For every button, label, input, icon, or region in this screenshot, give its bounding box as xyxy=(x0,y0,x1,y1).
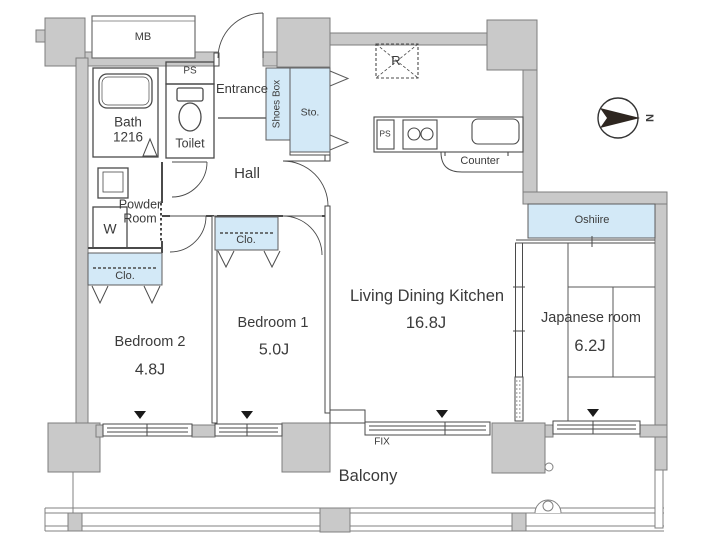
powder-room xyxy=(88,162,163,253)
label-toilet: Toilet xyxy=(175,136,205,151)
label-closet-bedroom1: Clo. xyxy=(236,234,256,247)
label-ldk-name: Living Dining Kitchen xyxy=(349,287,505,306)
balcony-post xyxy=(511,512,527,532)
window-marker-icon xyxy=(436,410,448,418)
interior-doors xyxy=(169,160,329,256)
toilet-door-arc xyxy=(171,161,208,198)
sink-icon xyxy=(471,118,520,145)
bedroom1-window xyxy=(214,423,283,437)
storage-folding-door-icon xyxy=(329,134,350,151)
label-counter: Counter xyxy=(460,155,500,168)
label-bath-size: 1216 xyxy=(112,129,144,145)
window-marker-icon xyxy=(241,411,253,419)
storage-folding-door-icon xyxy=(329,70,350,87)
storage-closet xyxy=(289,67,331,153)
hanger-pipe-icon xyxy=(143,285,161,305)
label-kitchen-pipe-space: PS xyxy=(379,128,391,139)
hanger-pipe-icon xyxy=(263,250,281,269)
ldk-fix-window xyxy=(364,421,491,436)
label-pipe-space: PS xyxy=(183,65,197,77)
hanger-pipe-icon xyxy=(91,285,109,305)
hanger-pipe-icon xyxy=(217,250,235,269)
meter-box xyxy=(91,15,196,59)
japanese-room-window xyxy=(552,420,641,435)
japanese-room-parts xyxy=(513,203,656,422)
label-ldk-area: 16.8J xyxy=(405,314,447,333)
label-balcony: Balcony xyxy=(338,467,398,486)
label-powder-room: Powder Room xyxy=(118,197,162,225)
balcony xyxy=(44,462,664,533)
kitchen xyxy=(373,43,524,173)
counter-outline xyxy=(440,151,523,173)
kitchen-pipe-space xyxy=(376,119,395,150)
drain-icon xyxy=(542,500,554,512)
storage-boxes xyxy=(265,67,350,153)
window-marker-icon xyxy=(587,409,599,417)
closet-bedroom2 xyxy=(87,252,163,286)
tatami-lines xyxy=(567,243,655,421)
oshiire-closet xyxy=(527,203,656,239)
entrance-door-arc xyxy=(217,12,264,59)
label-japanese-room-name: Japanese room xyxy=(541,310,641,327)
label-japanese-room-area: 6.2J xyxy=(574,337,606,356)
burner-icon xyxy=(420,127,434,141)
toilet-bowl-icon xyxy=(178,102,202,132)
windows xyxy=(102,409,641,437)
label-bedroom2-area: 4.8J xyxy=(134,361,166,379)
label-bedroom2-name: Bedroom 2 xyxy=(114,334,186,351)
bathtub xyxy=(98,73,153,109)
balcony-side-wall xyxy=(654,469,664,529)
balcony-post xyxy=(67,512,83,532)
label-hall: Hall xyxy=(234,164,260,182)
label-fix-window: FIX xyxy=(374,436,390,448)
compass-arrow-icon xyxy=(600,108,640,128)
shoes-box xyxy=(265,67,291,141)
compass-icon xyxy=(597,97,640,139)
toilet-tank-icon xyxy=(176,87,204,102)
drain-icon xyxy=(544,462,554,472)
label-bath: Bath xyxy=(114,114,142,130)
label-meter-box: MB xyxy=(134,31,152,44)
label-closet-bedroom2: Clo. xyxy=(115,270,135,283)
bath-room xyxy=(92,67,159,158)
exterior-walls xyxy=(35,17,668,474)
fusuma-sliding-doors xyxy=(515,242,523,378)
bedroom2-door-arc xyxy=(169,215,207,253)
label-oshiire: Oshiire xyxy=(574,214,610,227)
bath-folding-door-icon xyxy=(142,137,158,157)
hatched-wall xyxy=(514,376,524,422)
label-refrigerator: R xyxy=(391,52,401,68)
window-marker-icon xyxy=(134,411,146,419)
label-compass-north: N xyxy=(642,114,655,122)
balcony-post xyxy=(319,507,351,533)
label-shoes-box: Shoes Box xyxy=(271,79,283,129)
toilet-room xyxy=(165,61,215,198)
washing-machine-icon xyxy=(92,206,128,249)
stove xyxy=(402,119,438,150)
ldk-door-arc xyxy=(282,160,329,207)
refrigerator-space xyxy=(375,43,419,79)
entrance-area xyxy=(213,12,266,119)
label-storage: Sto. xyxy=(300,106,320,119)
burner-icon xyxy=(407,127,421,141)
label-bedroom1-name: Bedroom 1 xyxy=(237,315,309,332)
label-bedroom1-area: 5.0J xyxy=(258,341,290,359)
label-washing-machine: W xyxy=(103,220,117,237)
bedroom1-door-arc xyxy=(282,215,323,256)
kitchen-counter xyxy=(373,116,524,153)
label-entrance: Entrance xyxy=(215,80,269,96)
bedroom-closets xyxy=(87,216,281,305)
washbasin-icon xyxy=(97,167,129,199)
